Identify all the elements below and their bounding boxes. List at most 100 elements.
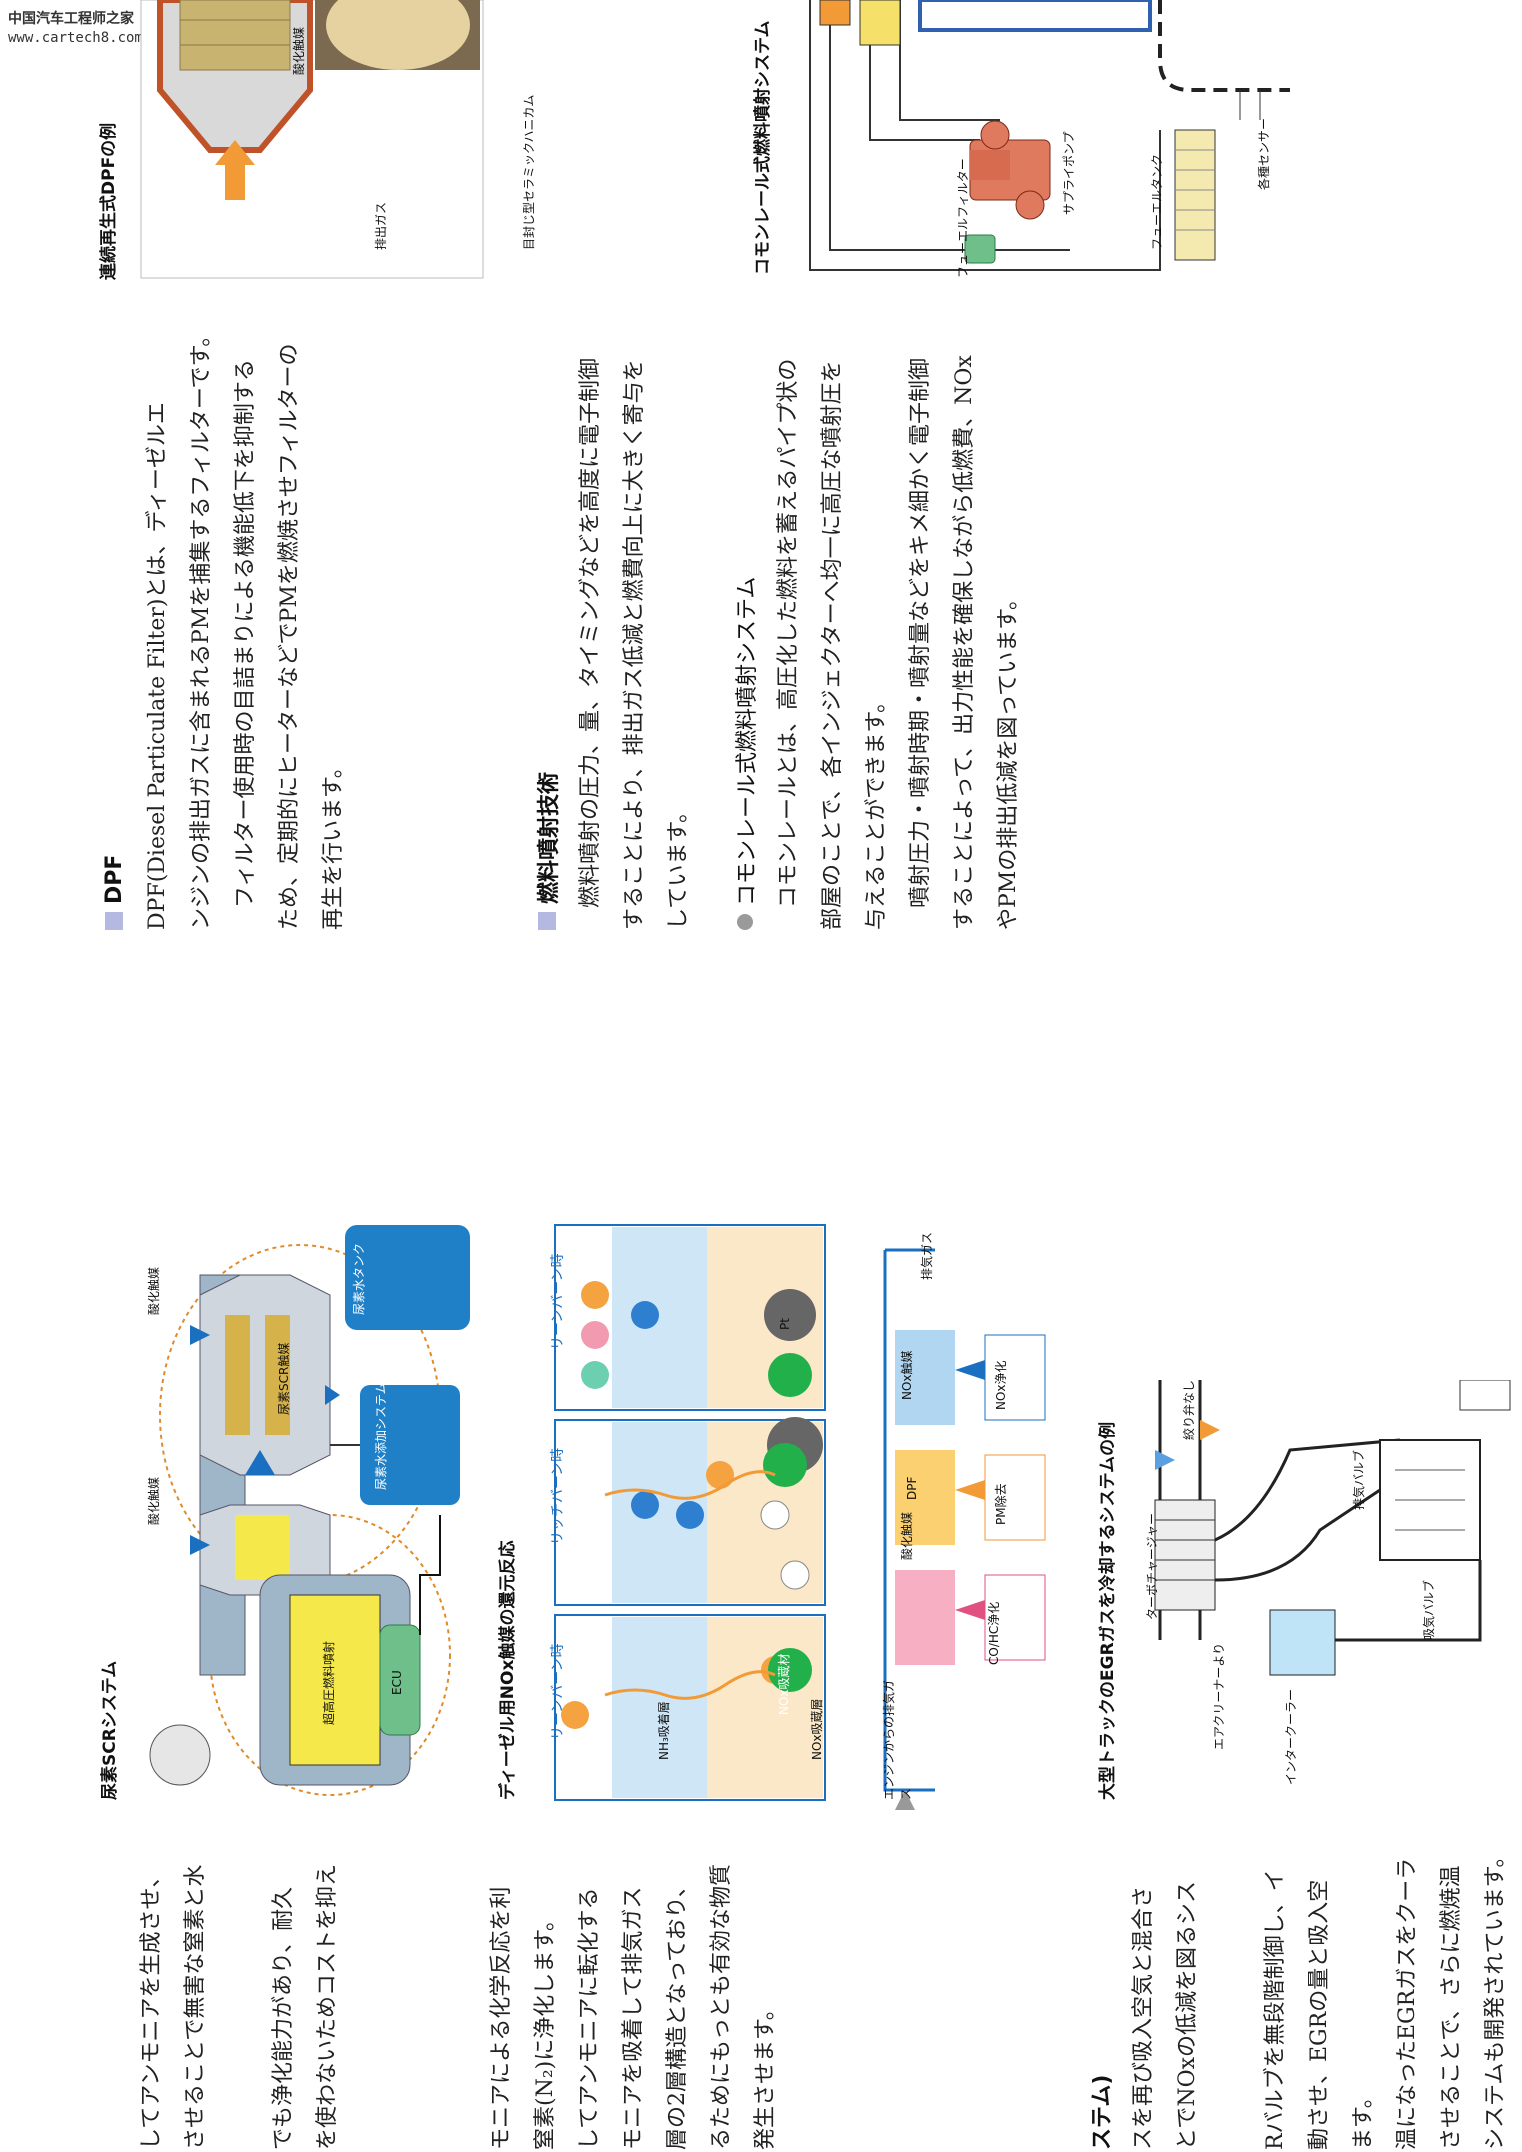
heading-square-icon [105, 912, 123, 930]
nox-layer-label: NOx吸蔵層 [810, 1698, 824, 1760]
dpf-section: DPF DPF(Diesel Particulate Filter)とは、ディー… [92, 324, 356, 930]
scr-figure: 酸化触媒 酸化触媒 尿素SCR触媒 尿素水タンク 尿素水添加システム ECU 超… [140, 1215, 470, 1805]
ecu-label: ECU [390, 1670, 404, 1695]
flow-engine-exhaust-label: エンジンからの排気ガス [882, 1679, 913, 1800]
exhaust-valve-label: 排気バルブ [1352, 1449, 1366, 1510]
common-rail-figure: フューエルフィルター サプライポンプ フューエルタンク 各種センサー [770, 0, 1300, 280]
oxidation-catalyst-1-label: 酸化触媒 [147, 1266, 161, 1315]
rail-line-5: することによって、出力性能を確保しながら低燃費、NOx [952, 355, 977, 930]
egr-frag-3 [1210, 1870, 1254, 2150]
watermark-title: 中国汽车工程师之家 [8, 11, 134, 27]
bullet-dot-icon [737, 914, 753, 930]
dpf-line-1: DPF(Diesel Particulate Filter)とは、ディーゼルエ [145, 402, 170, 930]
fuel-section: 燃料噴射技術 燃料噴射の圧力、量、タイミングなどを高度に電子制御 することにより… [525, 330, 1031, 930]
urea-scr-label: 尿素SCR触媒 [277, 1342, 291, 1415]
nox-caption: ディーゼル用NOx触媒の還元反応 [498, 1540, 518, 1800]
nox-frag-2: 窒素(N₂)に浄化します。 [533, 1908, 558, 2150]
rail-line-2: 部屋のことで、各インジェクターへ均一に高圧な噴射圧を [820, 360, 845, 930]
fuel-filter-label: フューエルフィルター [956, 158, 970, 278]
nox-frag-4: モニアを吸着して排気ガス [621, 1886, 646, 2150]
nox-frag-1: モニアによる化学反応を利 [489, 1886, 514, 2150]
scr-frag-2: させることで無害な窒素と水 [183, 1864, 208, 2150]
nox-frag-7: 発生させます。 [753, 1998, 778, 2150]
nox-frag-6: るためにもっとも有効な物質 [709, 1863, 734, 2150]
egr-frag-1: スを再び吸入空気と混合さ [1131, 1885, 1156, 2150]
air-cleaner-label: エアクリーナーより [1212, 1642, 1226, 1750]
dpf-line-5: 再生を行います。 [321, 756, 346, 930]
scr-caption: 尿素SCRシステム [100, 1660, 120, 1800]
nox-text-fragment: モニアによる化学反応を利 窒素(N₂)に浄化します。 してアンモニアに転化する … [480, 1863, 788, 2150]
scr-text-fragment: してアンモニアを生成させ、 させることで無害な窒素と水 でも浄化能力があり、耐久… [130, 1863, 350, 2150]
urea-dosing-label: 尿素水添加システム [374, 1382, 388, 1490]
nox-flow [875, 1230, 1055, 1810]
pt-label: Pt [778, 1318, 792, 1330]
flow-exhaust-out-label: 排気ガス [920, 1231, 934, 1280]
fuel-line-3: しています。 [666, 800, 691, 930]
scr-frag-1: してアンモニアを生成させ、 [139, 1865, 164, 2150]
fuel-line-2: することにより、排出ガス低減と燃費向上に大きく寄与を [622, 359, 647, 930]
egr-frag-9: システムも開発されています。 [1483, 1845, 1508, 2150]
nox-frag-5: 層の2層構造となっており、 [665, 1875, 690, 2150]
rail-line-1: コモンレールとは、高圧化した燃料を蓄えるパイプ状の [776, 358, 801, 930]
dpf-line-3: フィルター使用時の目詰まりによる機能低下を抑制する [233, 359, 258, 930]
egr-caption: 大型トラックのEGRガスを冷却するシステムの例 [1098, 1421, 1118, 1800]
exhaust-gas-label: 排出ガス [374, 201, 388, 250]
egr-frag-2: とでNOxの低減を図るシス [1175, 1880, 1200, 2150]
rail-line-6: やPMの排出低減を図っています。 [996, 587, 1021, 930]
nox-frag-3: してアンモニアに転化する [577, 1887, 602, 2150]
sensors-label: 各種センサー [1257, 117, 1271, 190]
flow-dpf-label: DPF [905, 1476, 919, 1500]
heading-square-icon [538, 912, 556, 930]
dpf-line-4: ため、定期的にヒーターなどでPMを燃焼させフィルターの [277, 343, 302, 930]
rail-line-4: 噴射圧力・噴射時期・噴射量などをキメ細かく電子制御 [908, 357, 933, 930]
nox-flow-diagram [883, 1248, 1046, 1810]
dpf-illustration [140, 0, 484, 279]
panel-lean-1: リーンバーン時 [550, 1643, 566, 1740]
supply-pump-label: サプライポンプ [1062, 131, 1076, 215]
nox-absorber-label: NOx吸蔵材 [777, 1653, 791, 1715]
oxidation-catalyst-label: 酸化触媒 [292, 26, 306, 75]
scr-illustration [149, 1225, 470, 1796]
nh3-layer-label: NH₃吸着層 [657, 1701, 671, 1760]
egr-frag-heading: ステム) [1090, 2074, 1115, 2150]
egr-frag-8: させることで、さらに燃焼温 [1439, 1865, 1464, 2150]
dpf-figure: 酸化触媒 排出ガス 目封じ型セラミックハニカム [140, 0, 536, 280]
flow-oxidation-label: 酸化触媒 [900, 1511, 914, 1560]
panel-lean-2: リーンバーン時 [550, 1253, 566, 1350]
flow-nox-catalyst-label: NOx触媒 [900, 1350, 914, 1400]
intercooler-label: インタークーラー [1284, 1688, 1298, 1785]
egr-figure [1140, 1380, 1520, 1760]
egr-frag-7: 温になったEGRガスをクーラ [1395, 1857, 1420, 2150]
flow-nox-purification-label: NOx浄化 [994, 1360, 1008, 1410]
rail-line-3: 与えることができます。 [864, 690, 889, 930]
fuel-line-1: 燃料噴射の圧力、量、タイミングなどを高度に電子制御 [578, 357, 603, 930]
fuel-heading: 燃料噴射技術 [525, 330, 569, 930]
dpf-figure-caption: 連続再生式DPFの例 [99, 122, 119, 280]
nox-reaction-diagram [554, 1224, 826, 1801]
egr-frag-5: 動させ、EGRの量と吸入空 [1307, 1879, 1332, 2150]
egr-illustration [1154, 1380, 1511, 1676]
dpf-heading: DPF [92, 330, 136, 930]
scr-frag-4: でも浄化能力があり、耐久 [271, 1886, 296, 2150]
nox-figure: リーンバーン時 リッチバーン時 リーンバーン時 NH₃吸着層 NOx吸蔵層 NO… [545, 1215, 845, 1805]
panel-rich: リッチバーン時 [550, 1447, 566, 1545]
egr-frag-4: Rバルブを無段階制御し、イ [1263, 1869, 1288, 2150]
common-rail-heading: コモンレール式燃料噴射システム [723, 330, 767, 930]
oxidation-catalyst-2-label: 酸化触媒 [147, 1476, 161, 1525]
honeycomb-label: 目封じ型セラミックハニカム [522, 94, 536, 250]
intake-valve-label: 吸気バルブ [1422, 1579, 1436, 1640]
urea-tank-label: 尿素水タンク [352, 1242, 366, 1315]
egr-text-fragment: ステム) スを再び吸入空気と混合さ とでNOxの低減を図るシス Rバルブを無段階… [1078, 1845, 1518, 2150]
fuel-tank-label: フューエルタンク [1150, 153, 1164, 250]
dpf-line-2: ンジンの排出ガスに含まれるPMを捕集するフィルターです。 [189, 324, 214, 930]
injection-label: 超高圧燃料噴射 [322, 1640, 336, 1725]
throttle-label: 絞り弁なし [1182, 1379, 1196, 1440]
flow-pm-label: PM除去 [994, 1483, 1008, 1525]
turbo-label: ターボチャージャー [1145, 1512, 1159, 1620]
watermark-url: www.cartech8.com [8, 30, 143, 46]
egr-frag-6: ます。 [1351, 2086, 1376, 2150]
scr-frag-3 [218, 1870, 262, 2150]
common-rail-illustration [809, 0, 1290, 271]
flow-co-hc-label: CO/HC浄化 [987, 1601, 1001, 1665]
scr-frag-5: を使わないためコストを抑え [315, 1863, 340, 2150]
